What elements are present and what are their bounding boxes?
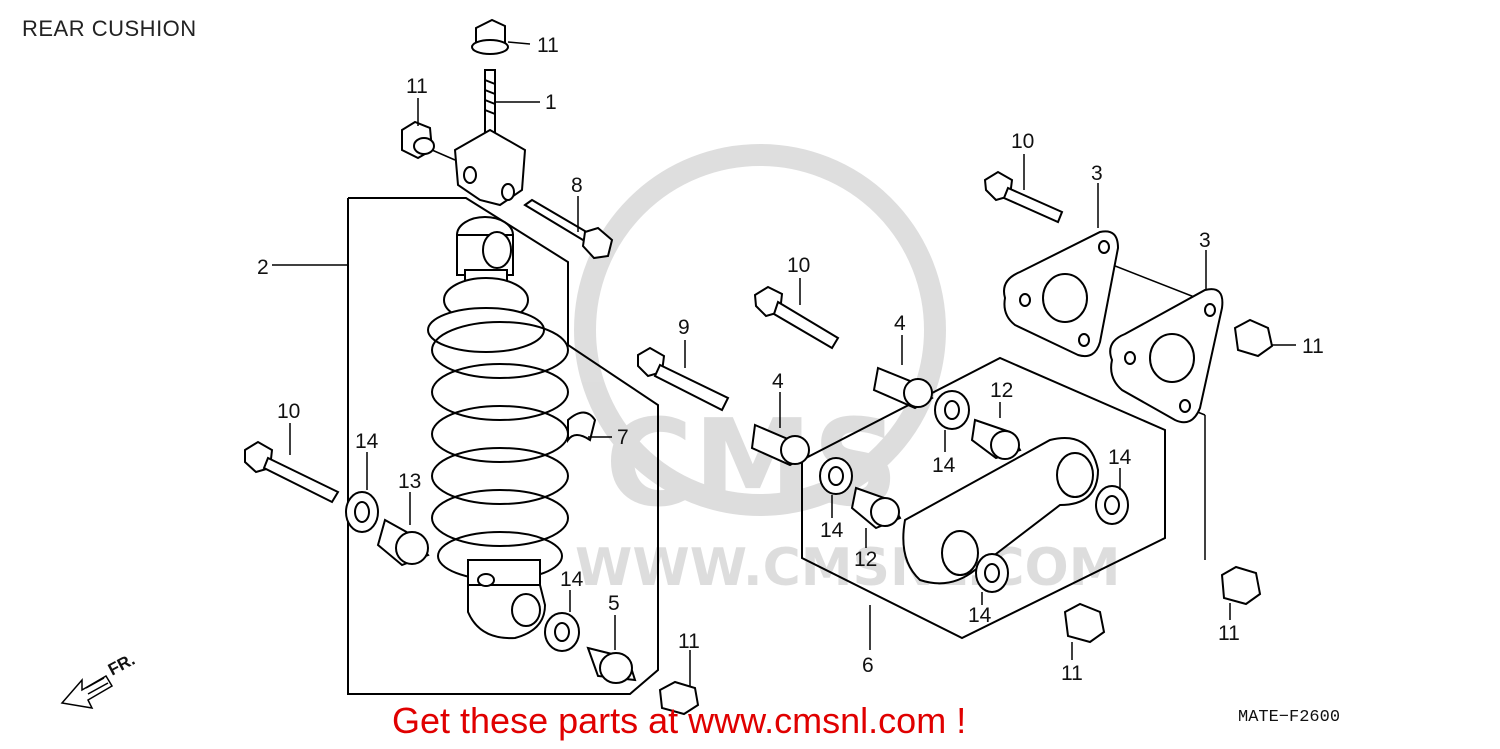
- watermark-url: WWW.CMSNL.COM: [575, 538, 1120, 598]
- left-flange-nut: [401, 120, 435, 160]
- callout: 14: [820, 519, 844, 542]
- top-flange-nut: [471, 18, 509, 55]
- clip-7: [567, 411, 597, 444]
- callout: 4: [894, 312, 906, 335]
- bolt-8: [523, 198, 614, 260]
- collar-13: [376, 518, 430, 567]
- front-direction-arrow: [60, 674, 114, 709]
- bushing-12-lower: [850, 486, 902, 530]
- bushing-12-upper: [970, 418, 1022, 460]
- callout: 9: [678, 316, 690, 339]
- callout: 8: [571, 174, 583, 197]
- leader-lines: [272, 41, 1296, 686]
- collar-4-front: [750, 423, 810, 467]
- callout: 11: [1061, 662, 1083, 685]
- callout: 12: [990, 379, 1013, 402]
- callout: 11: [678, 630, 700, 653]
- shock-link-arm: [902, 437, 1100, 585]
- diagram-title: REAR CUSHION: [22, 16, 197, 41]
- callout: 11: [537, 34, 559, 57]
- plate-3-upper: [1003, 230, 1120, 358]
- callout: 14: [560, 568, 584, 591]
- callout: 11: [406, 75, 428, 98]
- watermark-logo: CMS: [605, 395, 899, 534]
- washer-14-front: [819, 457, 853, 495]
- bolt-10-right: [983, 170, 1064, 224]
- callout: 6: [862, 654, 874, 677]
- callout: 14: [1108, 446, 1132, 469]
- flange-nut-bottom: [1063, 602, 1106, 644]
- promo-banner[interactable]: Get these parts at www.cmsnl.com !: [392, 700, 967, 741]
- washer-14-lower: [544, 612, 580, 652]
- collar-5: [586, 646, 637, 684]
- callout: 4: [772, 370, 784, 393]
- lower-flange-nut: [658, 680, 700, 716]
- callout: 11: [1218, 622, 1240, 645]
- callout: 14: [355, 430, 379, 453]
- collar-4-rear: [872, 366, 934, 410]
- callout: 14: [968, 604, 992, 627]
- bolt-10-left: [244, 440, 340, 504]
- callout: 3: [1091, 162, 1103, 185]
- callout: 14: [932, 454, 956, 477]
- callout: 10: [787, 254, 810, 277]
- rear-shock-absorber: [427, 216, 569, 640]
- callout: 11: [1302, 335, 1324, 358]
- callout: 5: [608, 592, 620, 615]
- callout: 1: [545, 91, 557, 114]
- link-assembly-outline: [801, 356, 1166, 640]
- cmsnl-watermark: CMS WWW.CMSNL.COM: [574, 144, 1120, 598]
- callout: 7: [617, 426, 629, 449]
- callout: 2: [257, 256, 269, 279]
- bolt-10-middle: [753, 285, 840, 350]
- flange-nut-right-upper: [1233, 318, 1274, 358]
- callout: 3: [1199, 229, 1211, 252]
- callout-labels: 11 1 11 8 2 10 9 4 4 10 3 3 11 12 14 14 …: [257, 34, 1324, 685]
- callout: 10: [277, 400, 300, 423]
- flange-nut-right-lower: [1220, 565, 1262, 606]
- callout: 13: [398, 470, 421, 493]
- callout: 12: [854, 548, 877, 571]
- diagram-code: MATE−F2600: [1238, 708, 1341, 727]
- bolt-9: [637, 346, 730, 412]
- callout: 10: [1011, 130, 1034, 153]
- plate-3-lower: [1109, 288, 1224, 424]
- washer-14-left: [345, 491, 379, 533]
- washer-14-link-right: [1095, 485, 1129, 525]
- washer-14-link-upper: [934, 390, 970, 430]
- upper-mount-bracket: [453, 69, 527, 207]
- washer-14-link-lower: [975, 553, 1009, 593]
